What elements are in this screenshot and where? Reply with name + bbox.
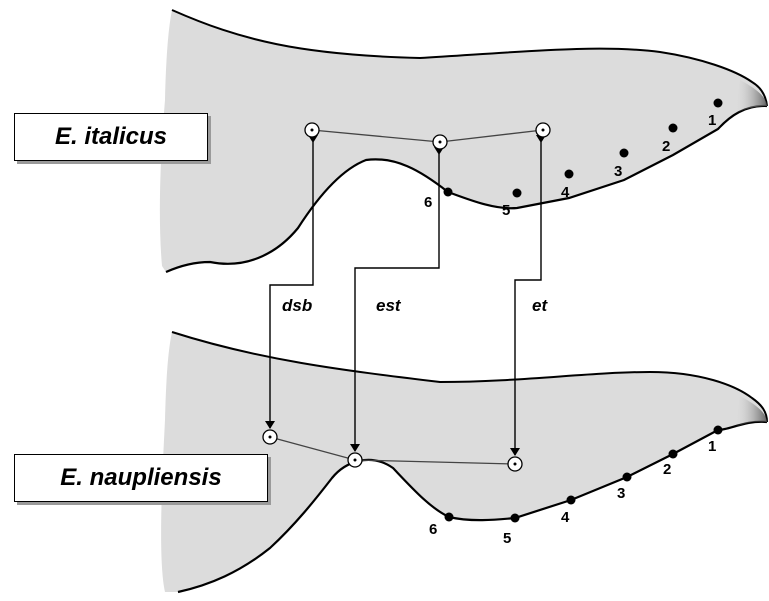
landmark-3 bbox=[620, 149, 629, 158]
landmark-6 bbox=[445, 513, 454, 522]
landmark-label-2: 2 bbox=[662, 138, 670, 155]
label-est: est bbox=[376, 296, 402, 315]
landmark-label-2: 2 bbox=[663, 461, 671, 478]
landmark-4 bbox=[565, 170, 574, 179]
landmark-label-5: 5 bbox=[502, 202, 510, 219]
landmark-label-6: 6 bbox=[429, 521, 437, 538]
landmark-5 bbox=[511, 514, 520, 523]
landmark-2 bbox=[669, 124, 678, 133]
landmark-label-1: 1 bbox=[708, 438, 716, 455]
outline-italicus bbox=[160, 10, 767, 272]
landmark-label-4: 4 bbox=[561, 184, 570, 201]
landmark-label-6: 6 bbox=[424, 194, 432, 211]
landmark-label-3: 3 bbox=[617, 485, 625, 502]
species-label-italicus: E. italicus bbox=[14, 113, 208, 161]
landmark-2 bbox=[669, 450, 678, 459]
landmark-4 bbox=[567, 496, 576, 505]
landmark-label-1: 1 bbox=[708, 112, 716, 129]
landmark-5 bbox=[513, 189, 522, 198]
landmark-1 bbox=[714, 426, 723, 435]
label-et: et bbox=[532, 296, 548, 315]
landmark-3 bbox=[623, 473, 632, 482]
landmark-label-3: 3 bbox=[614, 163, 622, 180]
landmark-label-5: 5 bbox=[503, 530, 511, 547]
landmark-1 bbox=[714, 99, 723, 108]
species-label-naupliensis: E. naupliensis bbox=[14, 454, 268, 502]
label-dsb: dsb bbox=[282, 296, 312, 315]
landmark-6 bbox=[444, 188, 453, 197]
species-name-italicus: E. italicus bbox=[55, 123, 167, 151]
landmark-label-4: 4 bbox=[561, 509, 570, 526]
species-name-naupliensis: E. naupliensis bbox=[60, 464, 221, 492]
